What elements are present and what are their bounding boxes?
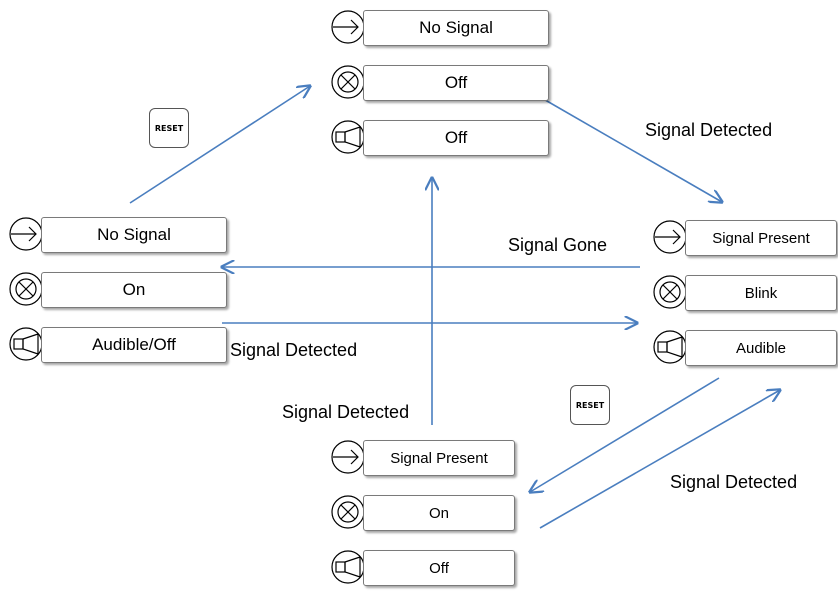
light-row: Off [330,63,555,103]
transition-label-left-to-right: Signal Detected [230,340,358,360]
horn-row: Audible/Off [8,325,233,365]
signal-status: No Signal [41,217,227,253]
horn-icon [9,327,43,361]
light-status: On [41,272,227,308]
horn-status: Off [363,120,549,156]
horn-icon [331,550,365,584]
signal-status: No Signal [363,10,549,46]
transition-label-top-to-right: Signal Detected [645,120,773,140]
horn-status: Off [363,550,515,586]
horn-row: Audible [652,328,838,368]
arrow-left-to-top [129,86,310,204]
signal-input-icon [331,10,365,44]
arrow-top-to-right [539,96,722,202]
horn-row: Off [330,118,555,158]
signal-row: No Signal [330,8,555,48]
lamp-icon [331,65,365,99]
transition-label-bottom-to-top: Signal Detected [282,402,410,422]
light-status: Off [363,65,549,101]
transition-label-bottom-to-right: Signal Detected [670,472,798,492]
signal-input-icon [9,217,43,251]
signal-row: Signal Present [652,218,838,258]
horn-row: Off [330,548,555,588]
signal-input-icon [653,220,687,254]
signal-status: Signal Present [363,440,515,476]
horn-status: Audible/Off [41,327,227,363]
light-row: On [8,270,233,310]
light-row: On [330,493,555,533]
horn-status: Audible [685,330,837,366]
signal-input-icon [331,440,365,474]
horn-icon [653,330,687,364]
light-row: Blink [652,273,838,313]
signal-row: No Signal [8,215,233,255]
lamp-icon [331,495,365,529]
signal-row: Signal Present [330,438,555,478]
signal-status: Signal Present [685,220,837,256]
lamp-icon [653,275,687,309]
reset-button[interactable]: RESET [570,385,610,425]
reset-button[interactable]: RESET [149,108,189,148]
arrow-right-to-bottom [530,377,720,492]
arrow-bottom-to-right [539,390,780,529]
light-status: On [363,495,515,531]
horn-icon [331,120,365,154]
transition-label-right-to-left: Signal Gone [508,235,608,255]
light-status: Blink [685,275,837,311]
lamp-icon [9,272,43,306]
